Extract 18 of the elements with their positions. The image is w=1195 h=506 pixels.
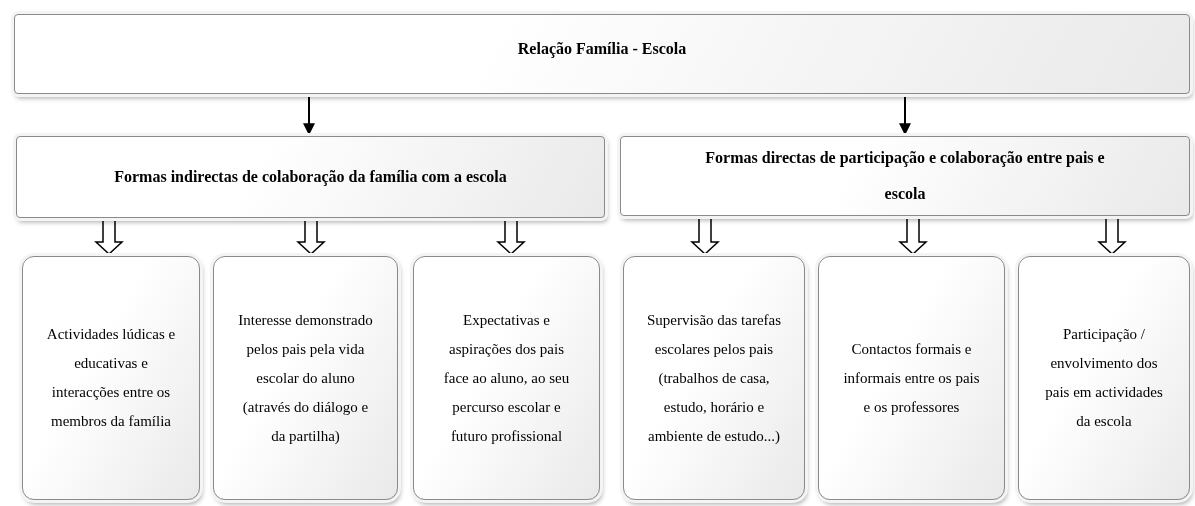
text-box (22, 256, 200, 500)
box-text: Interesse demonstrado pelos pais pela vida escolar do aluno (através do diálogo e da partilha) (237, 310, 374, 446)
text-box (620, 136, 1190, 216)
text-box (818, 256, 1005, 500)
text-box (16, 136, 605, 218)
box-text: Formas indirectas de colaboração da família com a escola (114, 167, 507, 188)
text-box (213, 256, 398, 500)
box-text: Supervisão das tarefas escolares pelos pais (trabalhos de casa, estudo, horário e ambiente de estudo...) (646, 310, 782, 446)
box-text: Contactos formais e informais entre os pais e os professores (842, 339, 981, 417)
box-text: Formas directas de participação e colaboração entre pais e escola (704, 148, 1106, 204)
text-box (1018, 256, 1190, 500)
text-box (413, 256, 600, 500)
box-text: Participação / envolvimento dos pais em actividades da escola (1044, 325, 1164, 431)
text-box (623, 256, 805, 500)
text-box (14, 14, 1190, 94)
box-text: Expectativas e aspirações dos pais face ao aluno, ao seu percurso escolar e futuro profissional (442, 310, 571, 446)
box-text: Actividades lúdicas e educativas e interacções entre os membros da família (45, 325, 177, 431)
box-text: Relação Família - Escola (517, 39, 687, 60)
